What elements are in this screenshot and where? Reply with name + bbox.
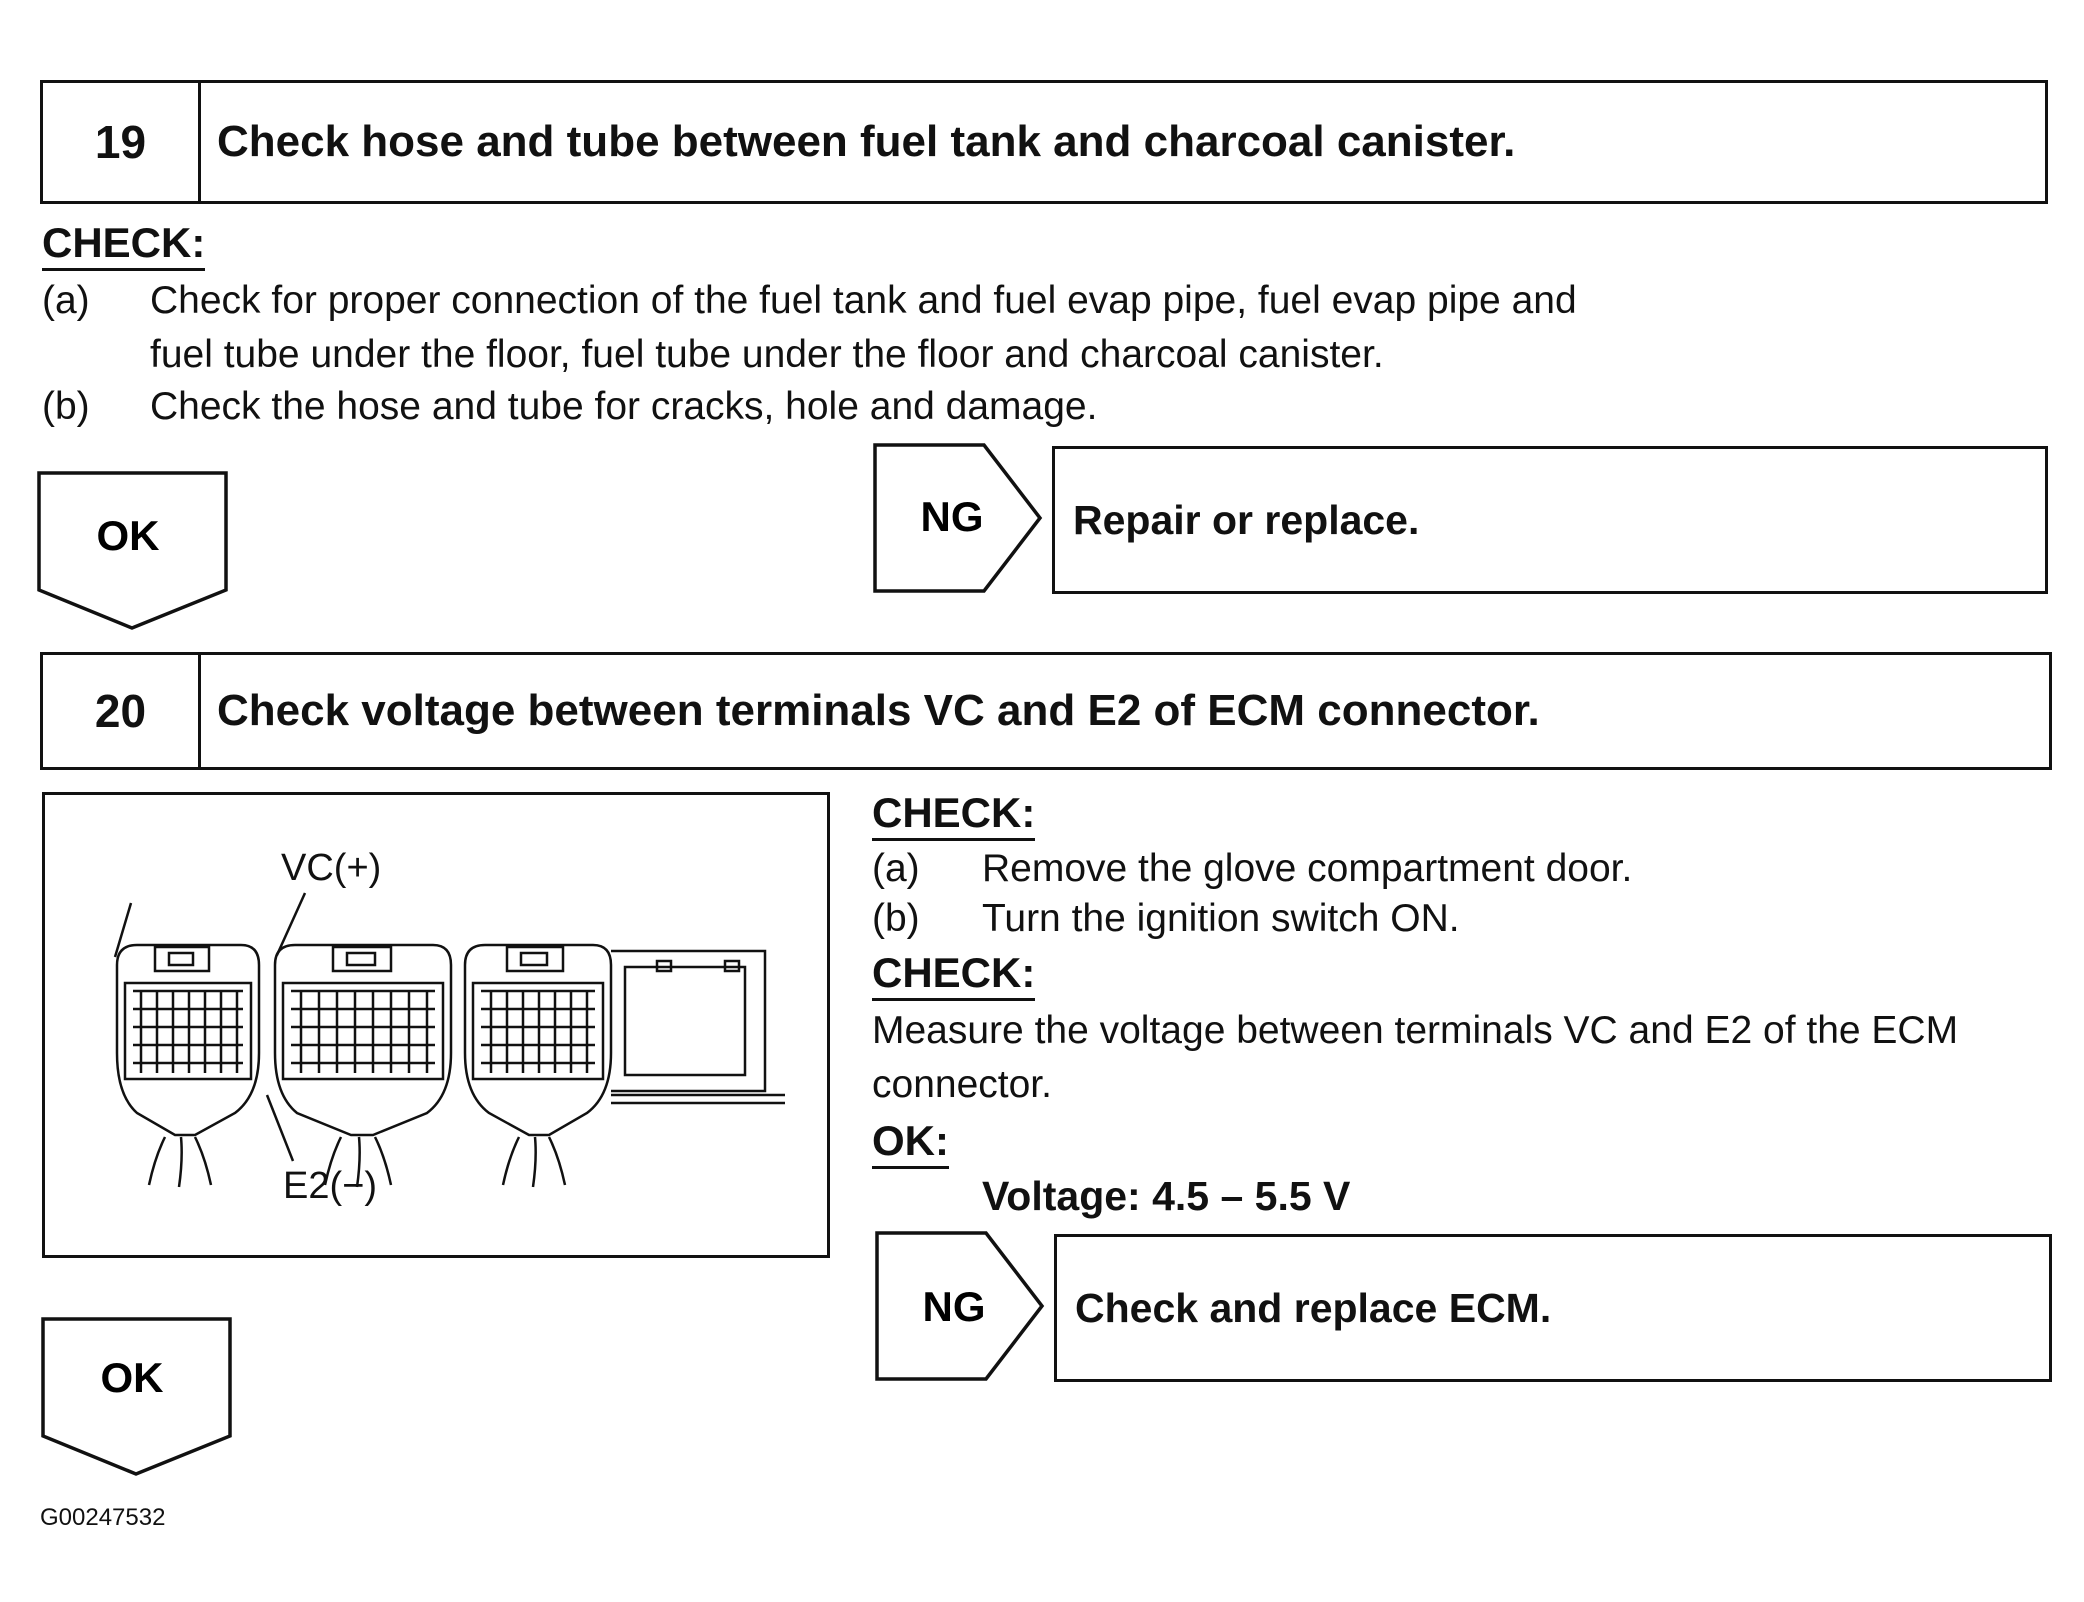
step-20-prep-heading: CHECK: xyxy=(872,789,1036,842)
step-19-header: 19 Check hose and tube between fuel tank… xyxy=(40,80,2048,204)
step-20-header: 20 Check voltage between terminals VC an… xyxy=(40,652,2052,770)
step-20-check-heading: CHECK: xyxy=(872,949,1036,1002)
ecm-connector-diagram: VC(+) E2(−) xyxy=(42,792,830,1258)
step-20-prep-a-marker: (a) xyxy=(872,847,920,890)
connector-1 xyxy=(115,943,261,1188)
step-20-measure-line-1: Measure the voltage between terminals VC… xyxy=(872,1009,1959,1052)
step-19-ok-label: OK xyxy=(97,512,160,559)
step-19-ok-arrow: OK xyxy=(37,471,228,630)
step-20-prep-b-text: Turn the ignition switch ON. xyxy=(982,897,1460,940)
figure-code: G00247532 xyxy=(40,1504,166,1531)
connector-3 xyxy=(463,943,613,1188)
vc-terminal-label: VC(+) xyxy=(281,847,382,889)
e2-terminal-label: E2(−) xyxy=(283,1165,377,1207)
step-19-ng-result: Repair or replace. xyxy=(1052,446,2048,594)
connector-2 xyxy=(273,943,453,1188)
step-20-voltage-spec: Voltage: 4.5 – 5.5 V xyxy=(982,1173,1351,1219)
step-20-ng-arrow: NG xyxy=(875,1231,1045,1381)
step-20-title: Check voltage between terminals VC and E… xyxy=(217,686,1540,735)
step-19-item-b-marker: (b) xyxy=(42,385,90,428)
step-19-item-a-marker: (a) xyxy=(42,279,90,322)
step-19-check-heading: CHECK: xyxy=(42,219,206,272)
step-19-item-a-line-2: fuel tube under the floor, fuel tube und… xyxy=(150,333,1384,376)
step-20-measure-line-2: connector. xyxy=(872,1063,1052,1106)
ecm-housing xyxy=(611,949,785,1105)
step-20-prep-b-marker: (b) xyxy=(872,897,920,940)
step-20-ng-result: Check and replace ECM. xyxy=(1054,1234,2052,1382)
step-20-number: 20 xyxy=(43,655,201,767)
step-19-item-a-line-1: Check for proper connection of the fuel … xyxy=(150,279,1577,322)
step-19-title: Check hose and tube between fuel tank an… xyxy=(217,117,1516,166)
step-19-ng-arrow: NG xyxy=(873,443,1043,593)
step-19-ng-label: NG xyxy=(921,493,984,540)
step-20-prep-a-text: Remove the glove compartment door. xyxy=(982,847,1633,890)
step-20-ok-arrow: OK xyxy=(41,1317,232,1476)
step-20-ok-heading: OK: xyxy=(872,1117,949,1170)
connector-drawing xyxy=(113,892,785,1188)
step-19-item-b-line-1: Check the hose and tube for cracks, hole… xyxy=(150,385,1098,428)
step-19-number: 19 xyxy=(43,83,201,201)
step-20-ng-label: NG xyxy=(923,1283,986,1330)
step-20-ok-label: OK xyxy=(101,1354,164,1401)
